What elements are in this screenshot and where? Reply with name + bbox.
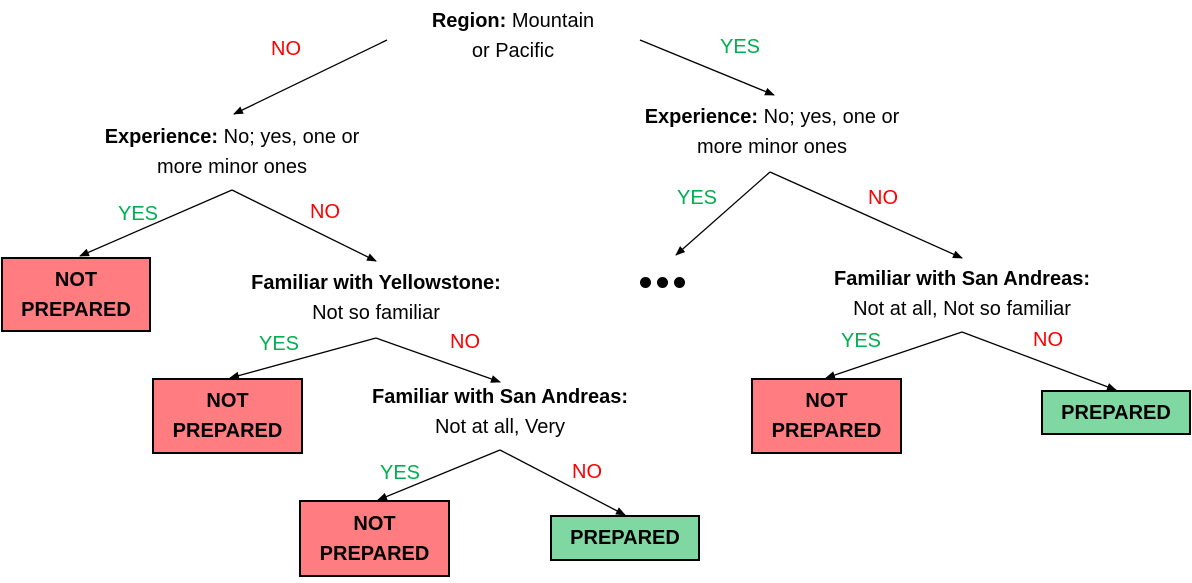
exp-right-text-line1: No; yes, one or [758,106,900,128]
edge-root-no [233,39,388,115]
yellowstone-text-line2: Not so familiar [312,302,440,324]
experience-right-question: Experience: No; yes, one or more minor o… [622,102,922,162]
exp-right-text-line2: more minor ones [696,136,848,158]
san-right-text-line2: Not at all, Not so familiar [853,298,1071,320]
branch-label-expright-yes: YES [677,187,718,209]
leaf-not-prepared-1-line2: PREPARED [21,298,131,321]
ellipsis-icon [640,277,685,288]
ellipsis-dot [657,277,668,288]
leaf-not-prepared-1: NOT PREPARED [1,257,151,332]
san-andreas-right-question: Familiar with San Andreas: Not at all, N… [812,264,1112,324]
leaf-prepared-2: PREPARED [1041,390,1191,435]
san-left-key: Familiar with San Andreas: [372,386,628,408]
root-region-question: Region: Mountain or Pacific [393,6,633,66]
yellowstone-question: Familiar with Yellowstone: Not so famili… [226,268,526,328]
exp-left-text-line2: more minor ones [156,156,308,178]
branch-label-root-yes: YES [720,36,761,58]
branch-label-yellowstone-no: NO [450,331,480,353]
exp-left-key: Experience: [104,126,219,148]
san-right-key: Familiar with San Andreas: [834,268,1090,290]
ellipsis-dot [674,277,685,288]
leaf-not-prepared-3-line1: NOT [353,512,396,535]
leaf-prepared-1-label: PREPARED [570,527,680,549]
leaf-not-prepared-1-line1: NOT [54,268,98,291]
edge-expright-no [769,171,963,259]
branch-label-sanleft-no: NO [572,461,602,483]
exp-left-text-line1: No; yes, one or [218,126,360,148]
san-left-text-line2: Not at all, Very [434,416,566,438]
leaf-not-prepared-2-line1: NOT [206,390,249,412]
branch-label-sanright-yes: YES [841,330,882,352]
edge-expleft-no [231,189,377,262]
ellipsis-dot [640,277,651,288]
branch-label-sanright-no: NO [1033,329,1063,351]
leaf-prepared-1: PREPARED [550,515,700,561]
branch-label-expright-no: NO [868,187,898,209]
leaf-not-prepared-3: NOT PREPARED [299,500,450,577]
leaf-prepared-2-label: PREPARED [1061,401,1171,424]
root-text-line1: Mountain [506,10,595,32]
branch-label-sanleft-yes: YES [380,462,421,484]
leaf-not-prepared-4-line2: PREPARED [771,420,882,442]
exp-right-key: Experience: [644,106,759,128]
yellowstone-key: Familiar with Yellowstone: [251,272,501,294]
root-text-line2: or Pacific [471,40,555,62]
experience-left-question: Experience: No; yes, one or more minor o… [82,122,382,182]
branch-label-expleft-no: NO [310,201,340,223]
root-key: Region: [431,10,507,32]
leaf-not-prepared-4-line1: NOT [805,390,848,412]
edge-yellowstone-no [375,337,501,383]
edge-sanleft-no [499,449,626,516]
branch-label-yellowstone-yes: YES [259,333,300,355]
leaf-not-prepared-2-line2: PREPARED [172,420,283,442]
branch-label-expleft-yes: YES [118,203,159,225]
san-andreas-left-question: Familiar with San Andreas: Not at all, V… [350,382,650,442]
edge-expright-yes [675,171,771,256]
leaf-not-prepared-3-line2: PREPARED [319,542,430,565]
branch-label-root-no: NO [271,38,301,60]
leaf-not-prepared-4: NOT PREPARED [751,378,902,454]
edge-yellowstone-yes [229,337,377,380]
leaf-not-prepared-2: NOT PREPARED [152,378,303,454]
